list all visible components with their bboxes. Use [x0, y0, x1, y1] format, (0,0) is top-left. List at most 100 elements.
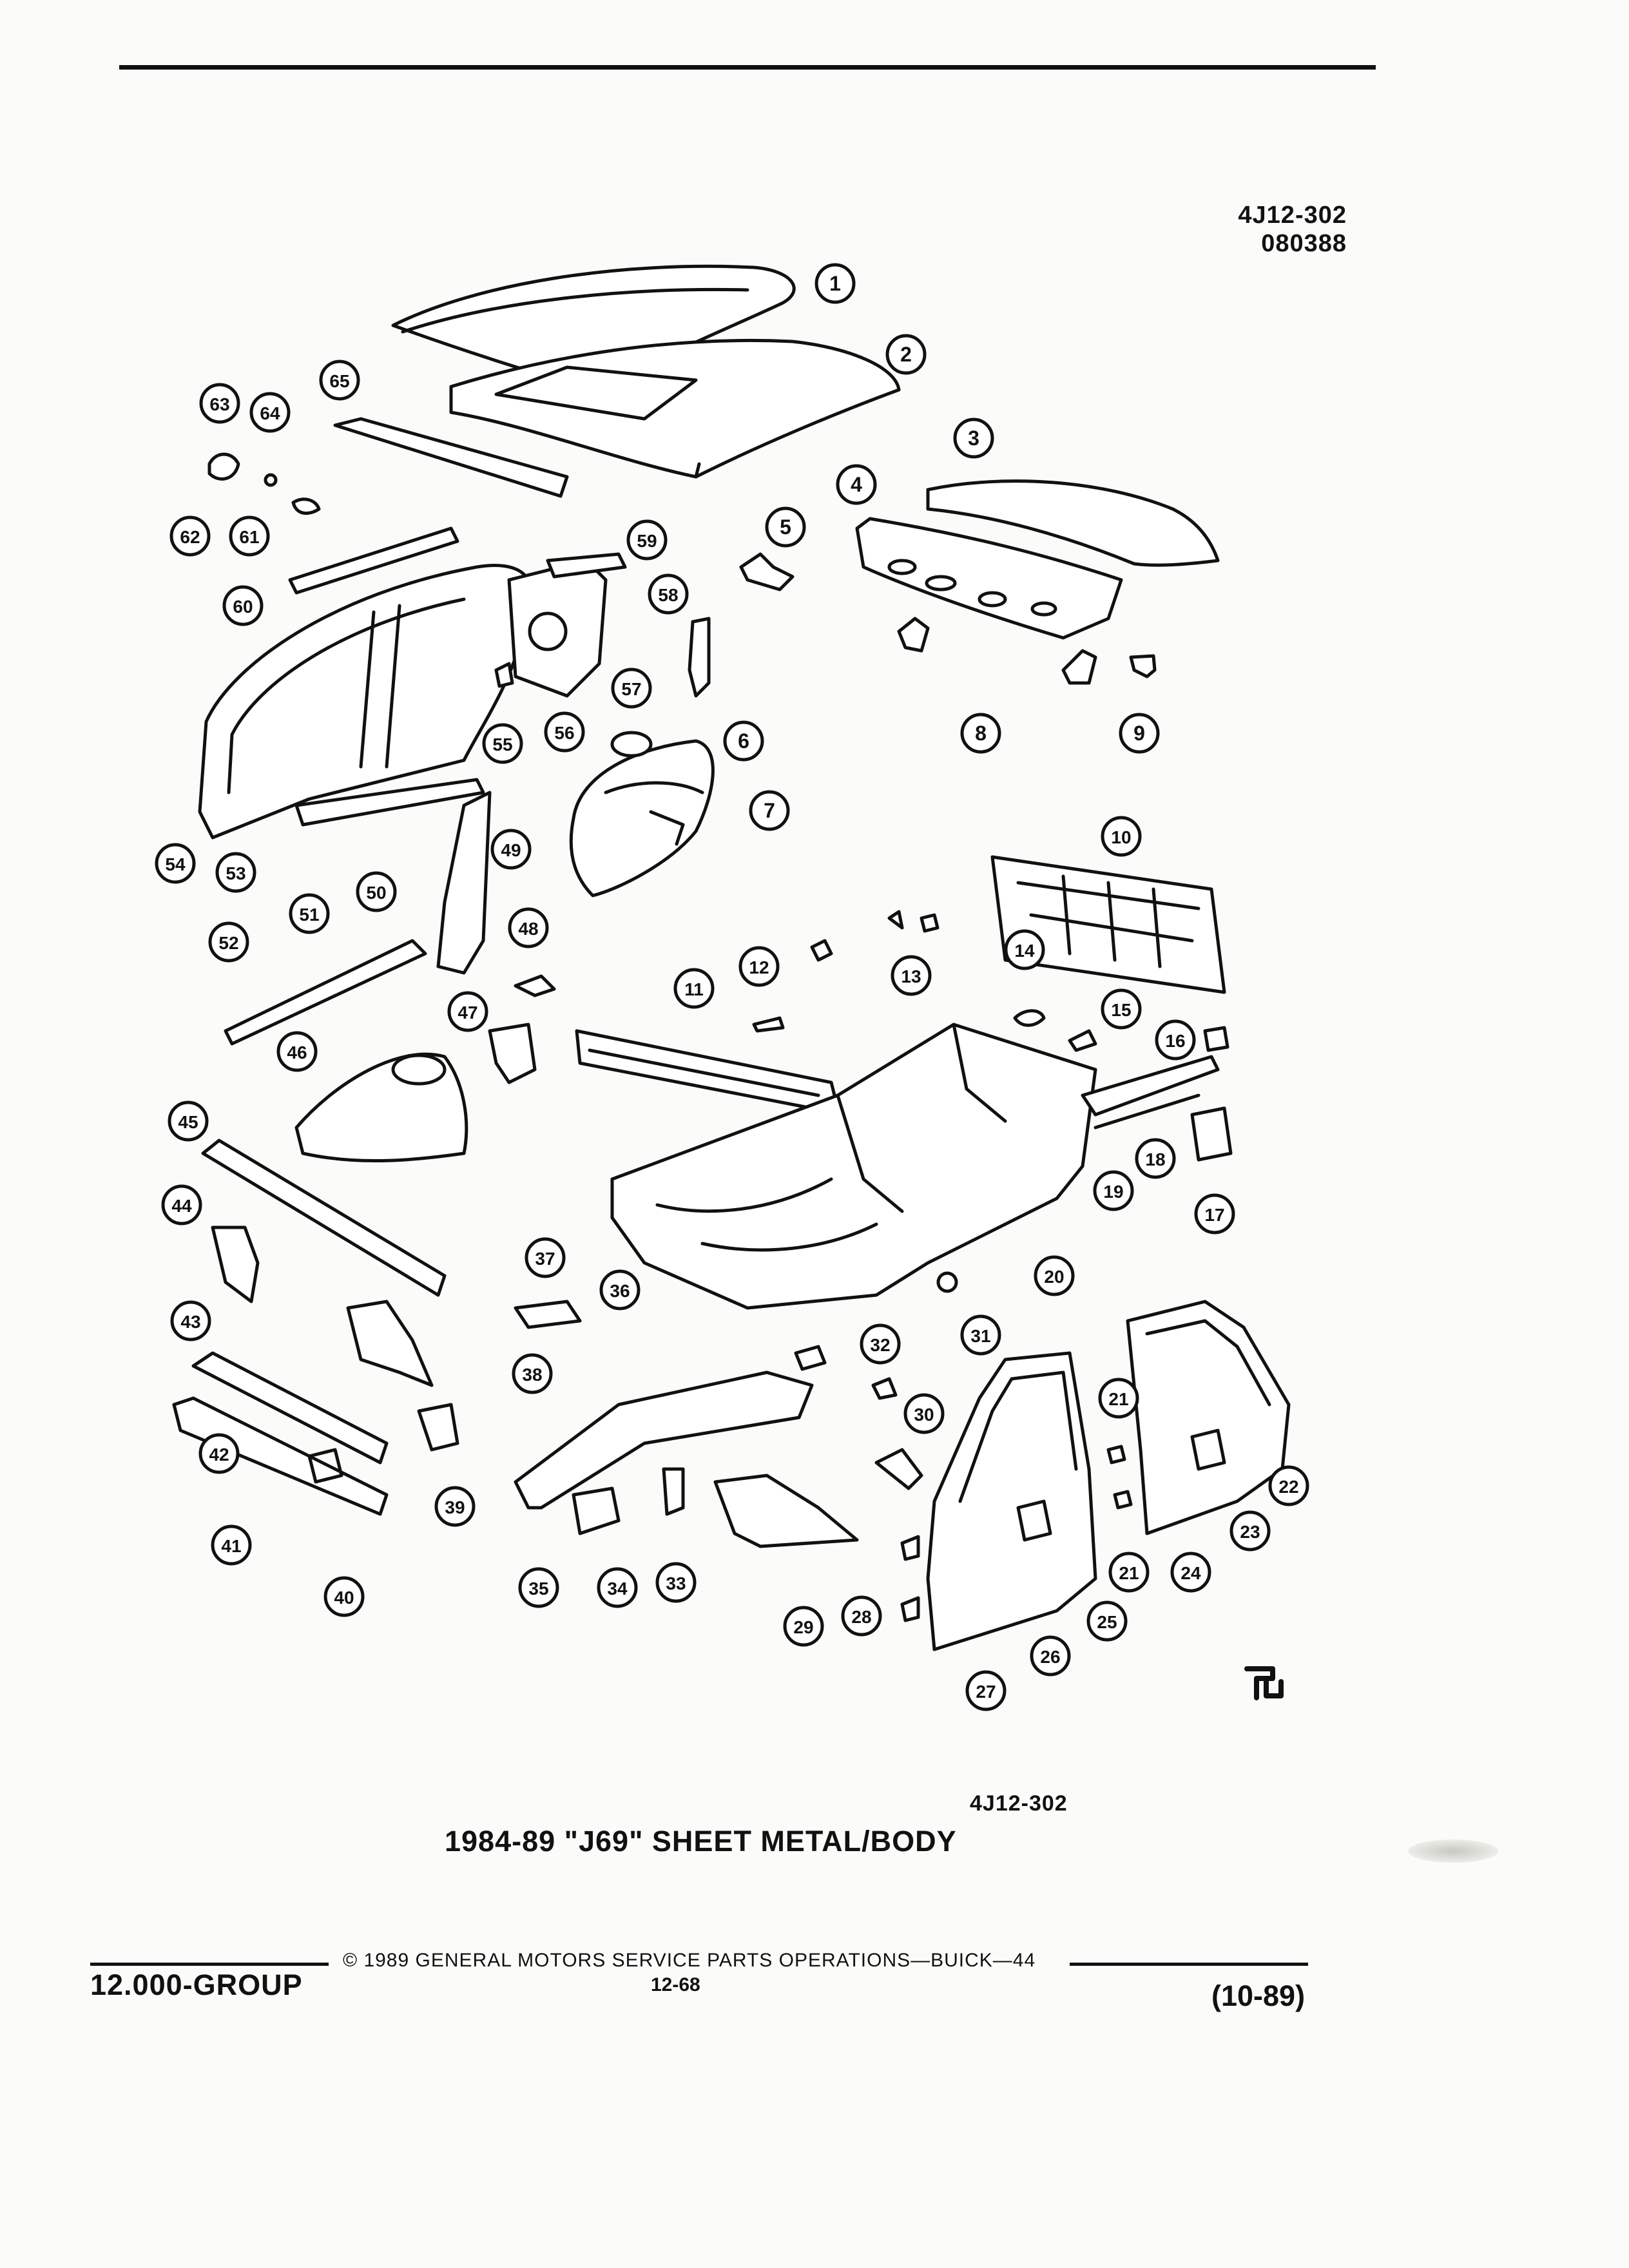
callout-number: 47: [458, 1003, 477, 1023]
callout-53: 53: [215, 852, 256, 893]
callout-circle: [1034, 1255, 1075, 1296]
callout-circle: [738, 946, 780, 987]
callout-5: 5: [765, 506, 806, 548]
callout-number: 20: [1044, 1267, 1064, 1287]
callout-circle: [1194, 1193, 1235, 1235]
callout-number: 64: [260, 403, 280, 423]
part-roof-sunroof-frame: [449, 338, 901, 479]
callout-number: 16: [1165, 1031, 1185, 1051]
part-hinge-pillar: [436, 791, 492, 975]
callout-circle: [1268, 1465, 1309, 1506]
callout-18: 18: [1135, 1138, 1176, 1179]
callout-number: 54: [165, 854, 186, 874]
callout-circle: [885, 334, 927, 375]
callout-number: 41: [221, 1536, 241, 1556]
part-brackets-36-38: [346, 1300, 582, 1387]
callout-12: 12: [738, 946, 780, 987]
callout-number: 12: [749, 957, 769, 977]
callout-circle: [836, 464, 877, 505]
part-rear-end-panel: [990, 855, 1226, 994]
part-bracket-48: [514, 974, 556, 997]
callout-circle: [815, 263, 856, 304]
callout-circle: [508, 907, 549, 948]
callout-number: 48: [518, 919, 538, 939]
callout-number: 34: [607, 1579, 628, 1599]
callout-circle: [1030, 1635, 1071, 1677]
callout-circle: [525, 1237, 566, 1278]
callout-circle: [1135, 1138, 1176, 1179]
callout-38: 38: [512, 1353, 553, 1394]
part-cowl-dash-panel: [575, 1029, 840, 1110]
callout-34: 34: [597, 1567, 638, 1608]
callout-number: 60: [233, 597, 253, 617]
callout-56: 56: [544, 711, 585, 753]
callout-number: 2: [900, 343, 912, 366]
callout-number: 44: [171, 1196, 192, 1216]
illustration-code: 4J12-302: [1238, 202, 1347, 229]
callout-number: 17: [1204, 1205, 1224, 1225]
callout-number: 30: [914, 1405, 934, 1425]
callout-number: 9: [1133, 722, 1145, 745]
callout-26: 26: [1030, 1635, 1071, 1677]
callout-28: 28: [841, 1595, 882, 1637]
callout-27: 27: [965, 1670, 1007, 1711]
callout-circle: [211, 1524, 252, 1566]
callout-30: 30: [903, 1393, 945, 1434]
callout-number: 19: [1103, 1182, 1123, 1202]
part-rear-rails: [1081, 1055, 1220, 1129]
callout-number: 21: [1119, 1563, 1139, 1583]
callout-52: 52: [208, 921, 249, 963]
part-brackets-28-32: [794, 1345, 923, 1622]
callout-40: 40: [323, 1576, 365, 1617]
callout-circle: [512, 1353, 553, 1394]
callout-number: 18: [1145, 1149, 1165, 1169]
callout-number: 53: [226, 863, 246, 883]
callout-13: 13: [891, 955, 932, 996]
part-front-strut-tower: [294, 1052, 468, 1163]
callout-number: 8: [975, 722, 987, 745]
part-door-clips-21: [1106, 1445, 1133, 1510]
callout-number: 46: [287, 1043, 307, 1062]
callout-number: 65: [329, 371, 349, 391]
callout-29: 29: [783, 1606, 824, 1647]
callout-number: 31: [970, 1326, 990, 1346]
callout-number: 22: [1278, 1477, 1298, 1497]
callout-number: 42: [209, 1445, 229, 1465]
part-deck-lid-hinges: [897, 617, 1097, 685]
callout-24: 24: [1170, 1552, 1211, 1593]
callout-42: 42: [198, 1433, 240, 1474]
callout-48: 48: [508, 907, 549, 948]
callout-21: 21: [1108, 1552, 1150, 1593]
callout-60: 60: [222, 585, 264, 626]
callout-number: 32: [870, 1335, 890, 1355]
footer-rule-right: [1070, 1963, 1308, 1966]
callout-number: 57: [621, 679, 641, 699]
callout-number: 28: [851, 1607, 871, 1627]
callout-8: 8: [960, 713, 1001, 754]
callout-54: 54: [155, 843, 196, 884]
callout-number: 51: [299, 905, 319, 925]
callout-circle: [1119, 713, 1160, 754]
page-number: 12-68: [651, 1974, 700, 1995]
callout-number: 59: [637, 531, 657, 551]
callout-circle: [749, 790, 790, 831]
callout-circle: [1170, 1552, 1211, 1593]
callout-number: 58: [658, 585, 678, 605]
callout-number: 40: [334, 1588, 354, 1608]
callout-41: 41: [211, 1524, 252, 1566]
callout-circle: [490, 829, 532, 870]
callout-circle: [1093, 1170, 1134, 1211]
callout-2: 2: [885, 334, 927, 375]
callout-circle: [208, 921, 249, 963]
figure-caption: 1984-89 "J69" SHEET METAL/BODY: [445, 1825, 957, 1858]
callout-17: 17: [1194, 1193, 1235, 1235]
part-grommet-31: [936, 1271, 958, 1293]
callout-58: 58: [648, 573, 689, 615]
callout-61: 61: [229, 515, 270, 557]
part-bracket-47: [488, 1023, 537, 1084]
callout-circle: [1086, 1600, 1128, 1642]
callout-circle: [215, 852, 256, 893]
callout-3: 3: [953, 418, 994, 459]
part-sill-panel: [224, 939, 427, 1046]
part-body-side-frame: [198, 564, 534, 840]
